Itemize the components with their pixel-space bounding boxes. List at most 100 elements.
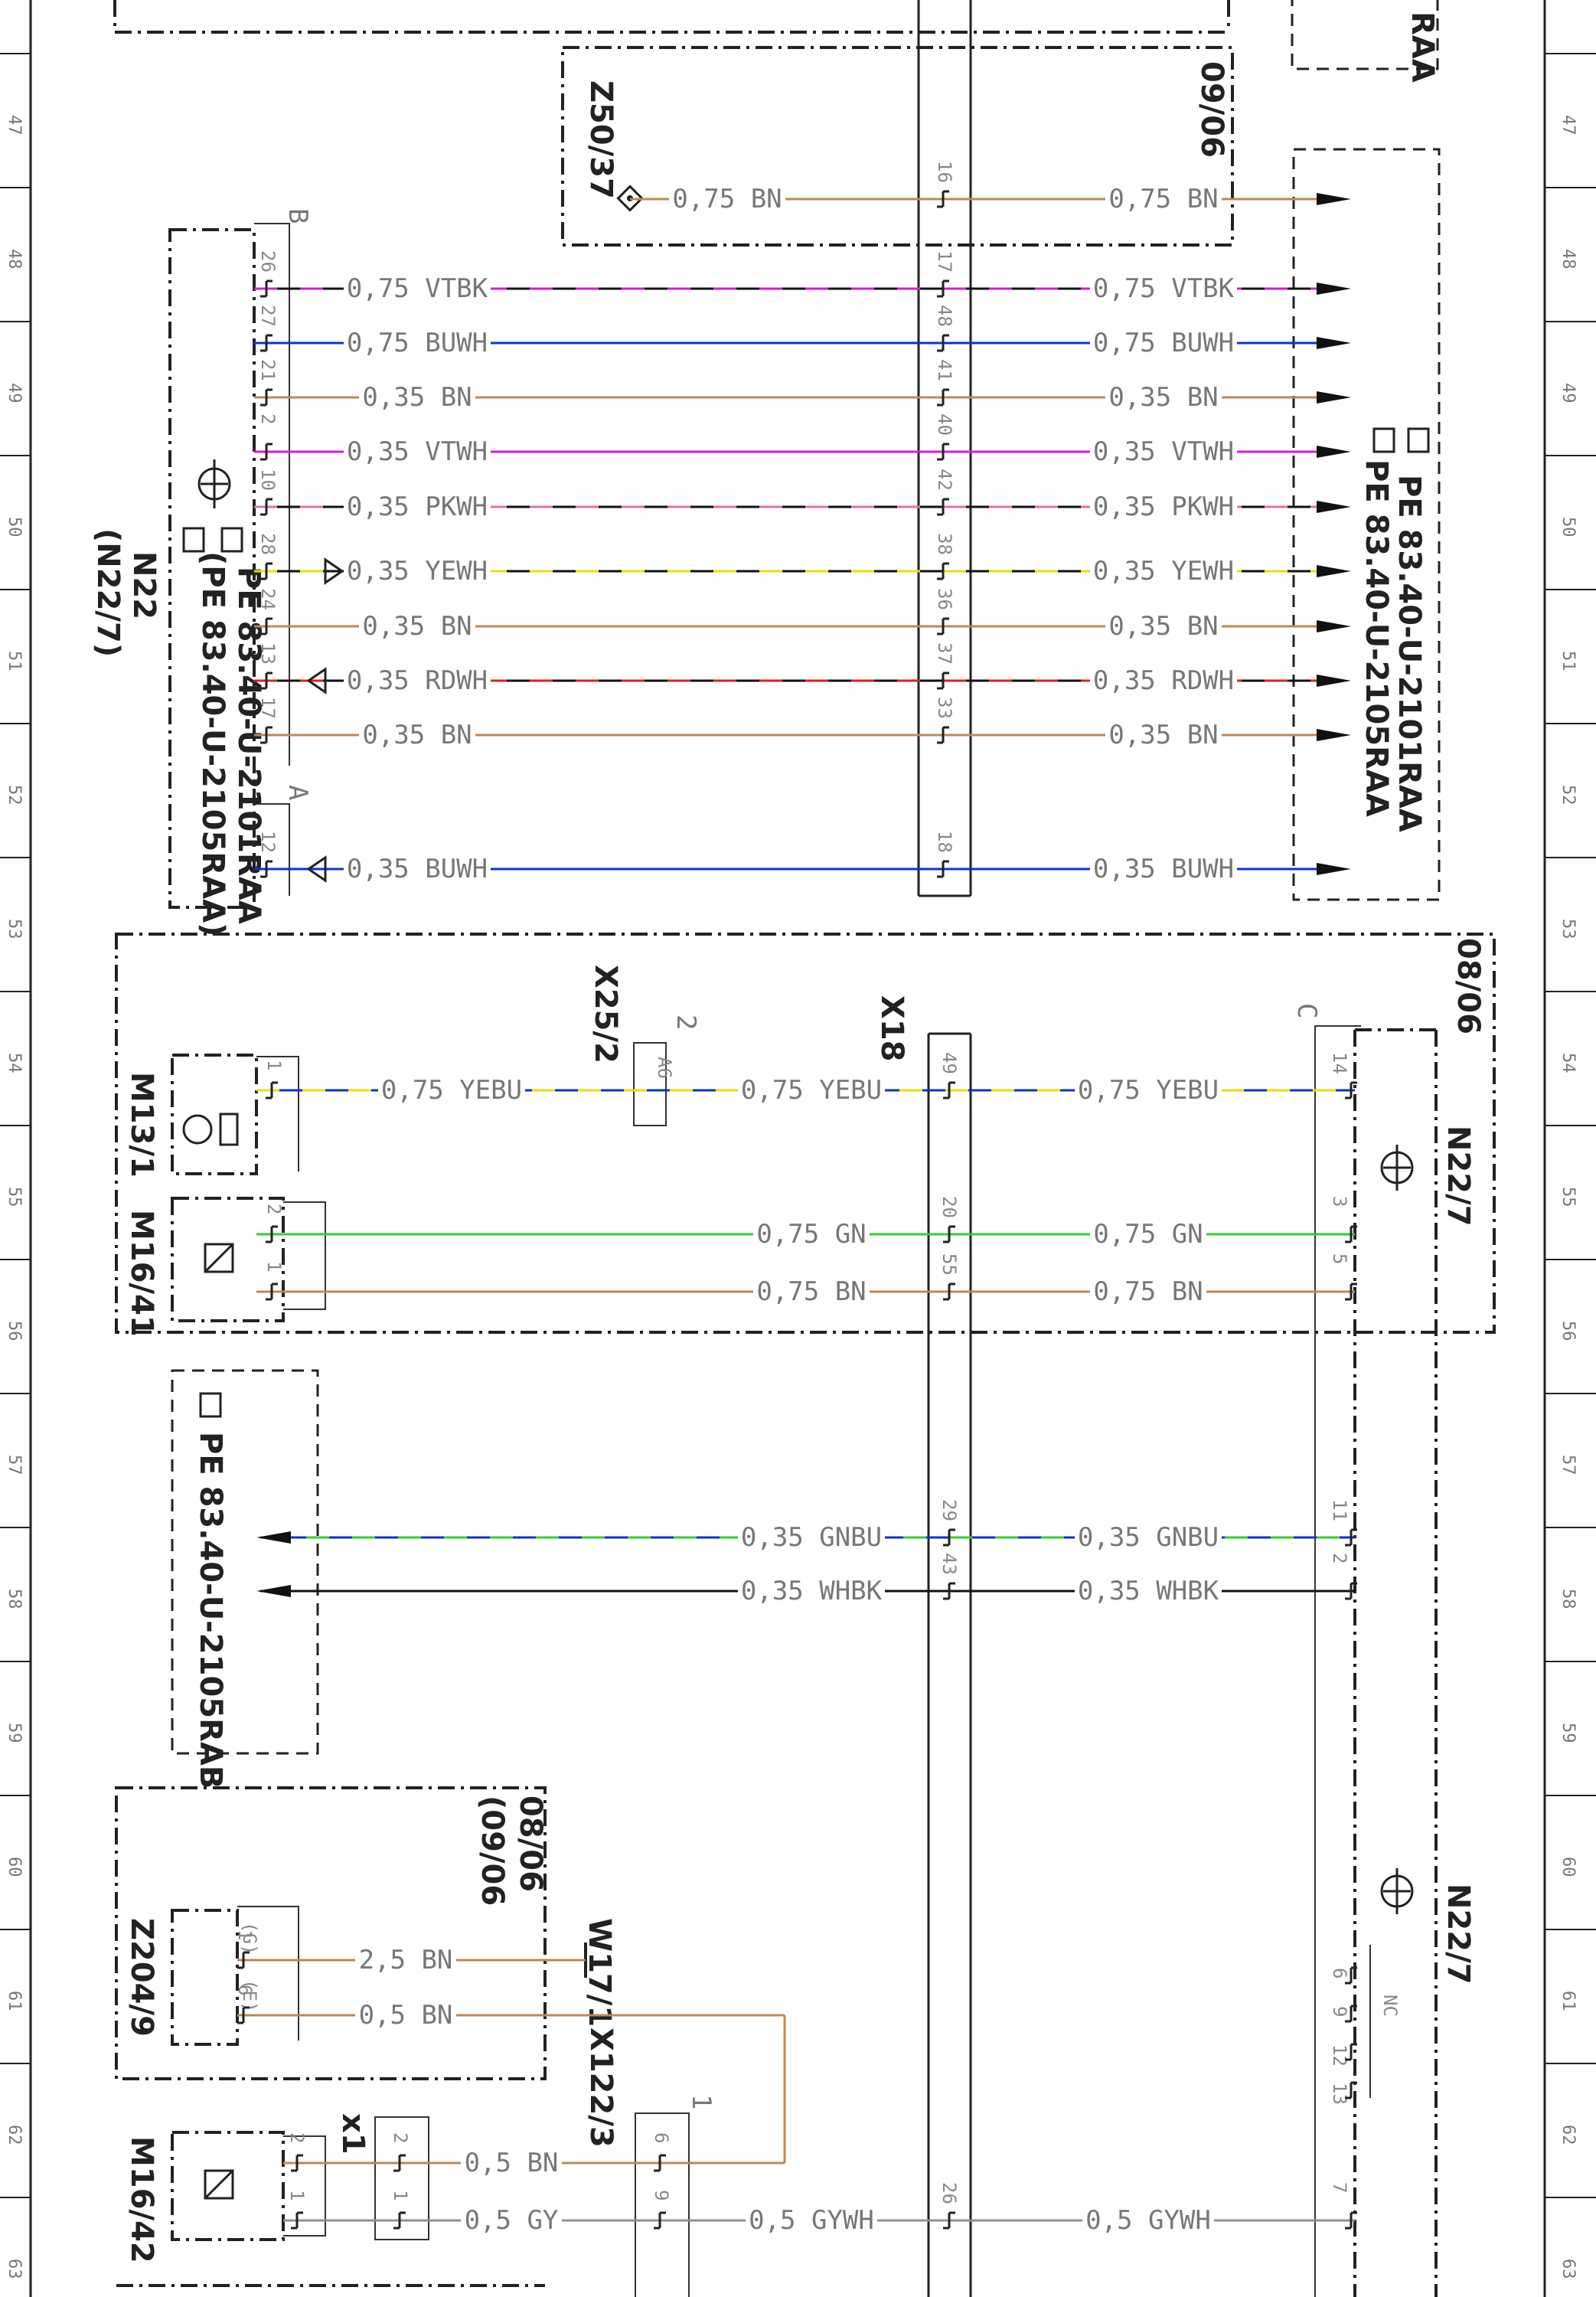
x18-pin-label: 18 — [934, 831, 955, 853]
valve-icon-2 — [204, 2169, 234, 2200]
wire-top-left-label-bg — [359, 382, 475, 413]
m13-1-label: M13/1 — [124, 1072, 159, 1178]
n22-7-transistor-icon — [1380, 1145, 1414, 1191]
wire-top-right-label-bg — [1090, 273, 1237, 304]
z204-terminal — [237, 1951, 250, 1969]
x18-pin-terminal — [937, 671, 949, 690]
n22-7-pin: 3 — [1329, 1196, 1350, 1207]
tick-label-left: 55 — [5, 1187, 24, 1207]
x1-pin: 1 — [390, 2190, 411, 2201]
mid-left-pin: 1 — [263, 1261, 285, 1272]
z204-pin: 6 — [234, 1985, 256, 1995]
hand-pointer-icon-right — [1372, 427, 1430, 453]
x18-pin-label: 16 — [934, 161, 955, 183]
tick-label-left: 56 — [5, 1321, 24, 1341]
x18-bottom-terminal — [943, 2211, 955, 2230]
tick-label-left: 57 — [5, 1455, 24, 1475]
wire-top-right-label: 0,35 BUWH — [1093, 854, 1234, 884]
x122-pin: 6 — [651, 2132, 672, 2143]
n22-pin-terminal — [260, 279, 273, 298]
wire-top-left-label-bg — [344, 492, 491, 522]
n22-pin-terminal — [260, 498, 273, 516]
right-ref-box — [1292, 148, 1441, 901]
wire-top-left-label-bg — [359, 611, 475, 642]
x18-mid-terminal — [943, 1528, 955, 1547]
m16-41-connector — [283, 1201, 326, 1310]
wire-top-left-label: 0,35 BN — [362, 720, 472, 750]
mid-left-terminal — [266, 1225, 278, 1243]
x18-pin-terminal — [937, 443, 949, 461]
wire-top-right-label-bg — [1105, 611, 1222, 642]
n22-pin-terminal — [260, 726, 273, 744]
m13-1-connector — [256, 1056, 299, 1171]
tick-label-left: 48 — [5, 249, 24, 270]
wire-mid-b-label: 0,75 BN — [756, 1276, 866, 1307]
tick-label-right: 62 — [1558, 2125, 1578, 2145]
wire-mid-c-label-bg — [1075, 1075, 1222, 1106]
z204-terminal — [237, 2006, 250, 2024]
connector-c-label: C — [1291, 1003, 1322, 1018]
n22-7-bottom-pin: 7 — [1329, 2182, 1350, 2193]
mid-left-terminal — [266, 1282, 278, 1301]
x122-terminal — [654, 2154, 666, 2172]
arrow-right-icon — [1317, 729, 1351, 741]
date-09-06-bottom: (09/06 — [475, 1795, 510, 1906]
x18-pin-terminal — [937, 498, 949, 516]
arrow-left-icon — [256, 1585, 291, 1597]
n22-pin-terminal — [260, 334, 273, 352]
x18-bottom-pin: 26 — [938, 2182, 960, 2204]
mid-left-pin: 2 — [263, 1204, 285, 1214]
connector-b-outline — [254, 223, 290, 766]
x18-pin-label: 38 — [934, 533, 955, 555]
x18-mid-terminal — [943, 1282, 955, 1301]
x1-terminal — [393, 2154, 406, 2172]
wire-top-right-label: 0,75 BUWH — [1093, 328, 1234, 358]
arrow-right-icon — [1317, 863, 1351, 875]
wire-mid-c-label-bg — [1090, 1276, 1206, 1307]
tick-label-left: 51 — [5, 651, 24, 671]
date-09-06-top: 09/06 — [1194, 61, 1229, 158]
wire-bottom-a-label-bg — [355, 2000, 456, 2031]
x18-pin-terminal — [937, 334, 949, 352]
wire-mid-b-label-bg — [738, 1075, 885, 1106]
connector-a-outline — [254, 803, 290, 896]
wire-mid-c-label: 0,35 WHBK — [1078, 1576, 1219, 1606]
wire-top-right-label: 0,75 BN — [1108, 184, 1218, 214]
wire-top-left-label: 0,35 BUWH — [347, 854, 488, 884]
wire-bottom-c-label-bg — [1082, 2205, 1214, 2236]
wire-top-right-label: 0,35 VTWH — [1093, 436, 1234, 467]
wire-bottom-a-label-bg — [461, 2148, 562, 2178]
z204-9-box — [171, 1909, 239, 2046]
wire-bottom-a-label: 2,5 BN — [359, 1945, 453, 1975]
tick-label-left: 53 — [5, 919, 24, 939]
tick-label-right: 61 — [1558, 1991, 1578, 2011]
tick-label-right: 60 — [1558, 1857, 1578, 1877]
n22-7-pin: 14 — [1329, 1052, 1350, 1074]
nc-terminal — [1345, 2043, 1357, 2061]
wire-mid-b-label-bg — [738, 1522, 885, 1553]
wire-mid-c-label: 0,35 GNBU — [1078, 1522, 1219, 1553]
tick-label-left: 61 — [5, 1991, 24, 2011]
date-08-06-mid: 08/06 — [1451, 938, 1486, 1034]
wire-top-left-label: 0,35 YEWH — [347, 556, 488, 587]
wire-mid-b-label-bg — [738, 1576, 885, 1606]
wire-mid-b-label: 0,35 GNBU — [741, 1522, 882, 1553]
arrow-right-icon — [1317, 565, 1351, 577]
x18-pin-terminal — [937, 860, 949, 878]
wire-top-right-label-bg — [1090, 854, 1237, 884]
wire-mid-b-label: 0,35 WHBK — [741, 1576, 883, 1606]
m16-41-box — [171, 1197, 285, 1322]
right-ref-1: PE 83.40-U-2101RAA — [1392, 475, 1427, 832]
mid-ref-box — [171, 1369, 319, 1755]
x18-connector — [917, 0, 972, 2297]
n22-pin-label: 28 — [257, 533, 279, 555]
wire-top-right-label-bg — [1090, 328, 1237, 358]
wire-mid-c-label-bg — [1075, 1522, 1222, 1553]
wire-top-left-label: 0,35 BN — [362, 382, 472, 413]
x122-pin: 9 — [651, 2190, 672, 2201]
x122-3-num: 1 — [686, 2094, 716, 2109]
wire-bottom-a-label: 0,5 BN — [359, 2000, 453, 2031]
n22-pin-label: 21 — [257, 359, 279, 381]
arrow-right-icon — [1317, 675, 1351, 687]
